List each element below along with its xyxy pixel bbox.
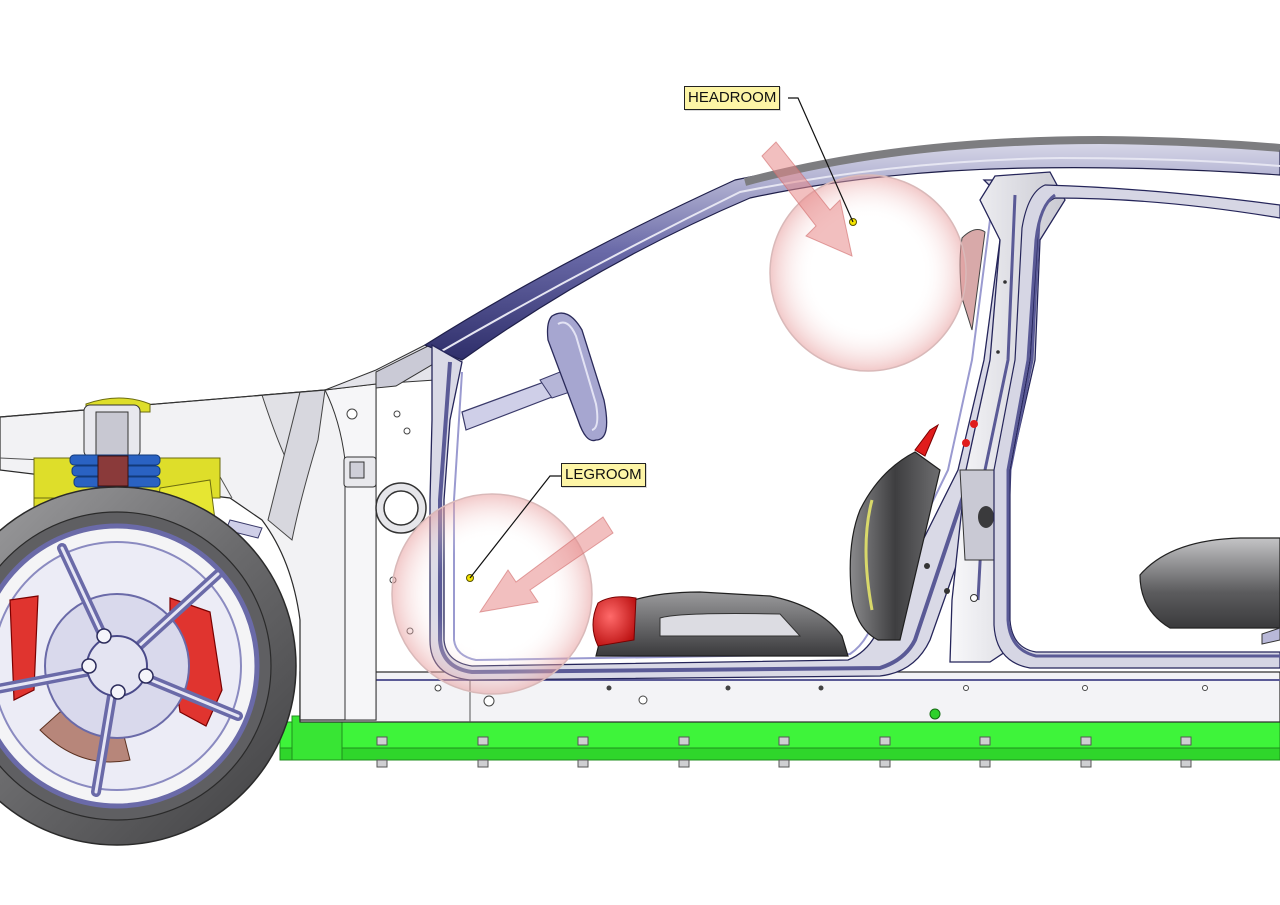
fixture-bolts — [376, 736, 1192, 768]
arrow-icon — [761, 141, 853, 257]
rear-seat-bolster — [1139, 537, 1280, 645]
legroom-callout-label: LEGROOM — [561, 463, 646, 487]
steering-wheel-icon — [461, 312, 608, 442]
rear-door-opening — [993, 184, 1280, 669]
wheel-icon — [0, 486, 297, 846]
seat-cushion — [592, 591, 849, 657]
driver-seat — [592, 229, 986, 657]
headroom-callout-label: HEADROOM — [684, 86, 781, 110]
roof-rail — [423, 135, 1280, 361]
headroom-zone — [761, 97, 967, 372]
arrow-icon — [478, 516, 614, 613]
door-pivot-ring — [375, 482, 427, 534]
hinge-bracket — [343, 456, 377, 488]
cowl-area — [324, 343, 442, 692]
legroom-zone — [391, 475, 614, 695]
